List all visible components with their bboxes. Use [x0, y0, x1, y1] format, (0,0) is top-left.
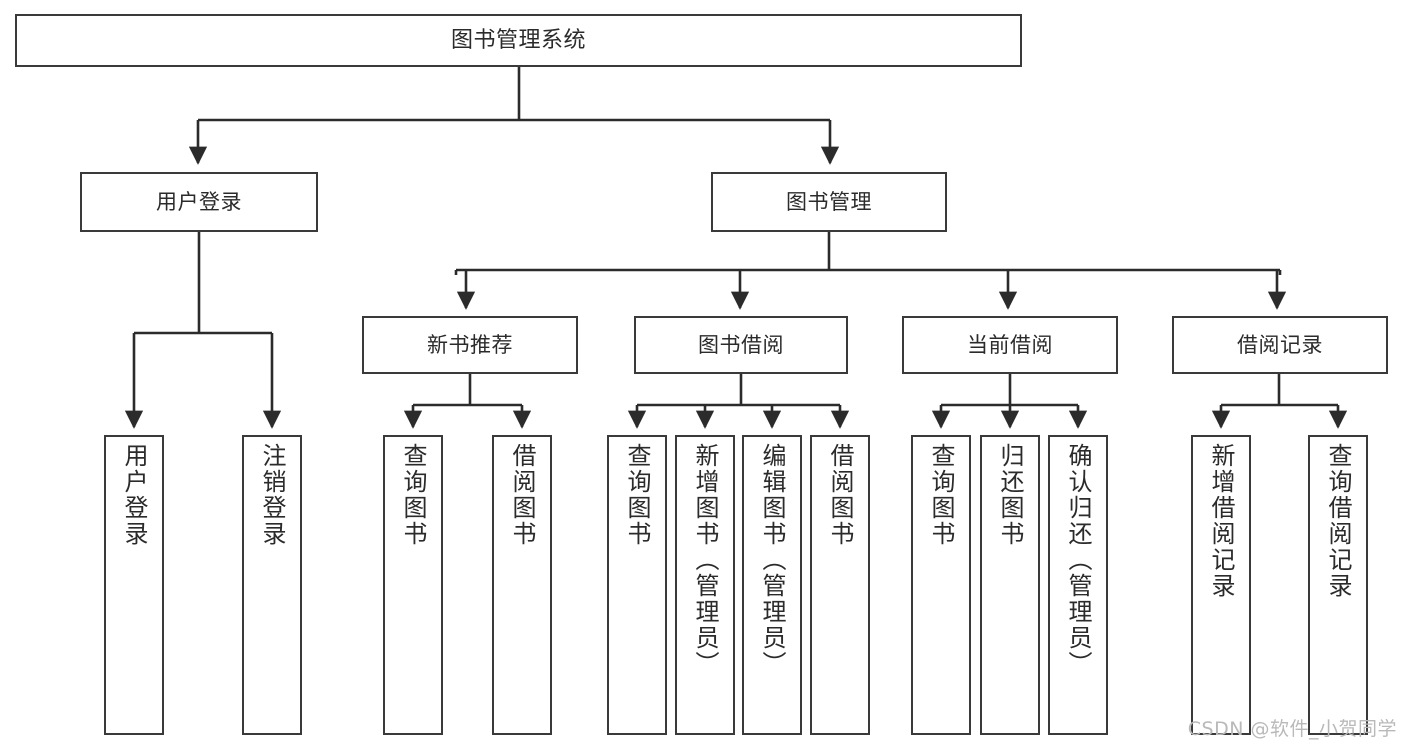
node-label: 查询借阅记录: [1324, 443, 1352, 599]
leaf-user-login[interactable]: 用户登录: [104, 435, 164, 735]
leaf-query-book-recommend[interactable]: 查询图书: [383, 435, 443, 735]
node-label: 查询图书: [927, 443, 955, 547]
node-label: 当前借阅: [967, 332, 1053, 357]
node-label: 归还图书: [996, 443, 1024, 547]
node-label: 注销登录: [258, 443, 286, 547]
node-label: 查询图书: [399, 443, 427, 547]
node-new-book-recommend[interactable]: 新书推荐: [362, 316, 578, 374]
node-label: 确认归还（管理员）: [1064, 443, 1092, 677]
node-label: 新书推荐: [427, 332, 513, 357]
node-label: 新增图书（管理员）: [691, 443, 719, 677]
leaf-borrow-book-recommend[interactable]: 借阅图书: [492, 435, 552, 735]
node-root-system[interactable]: 图书管理系统: [15, 14, 1022, 67]
node-user-login[interactable]: 用户登录: [80, 172, 318, 232]
leaf-query-borrow-record[interactable]: 查询借阅记录: [1308, 435, 1368, 735]
node-label: 借阅图书: [826, 443, 854, 547]
node-current-borrow[interactable]: 当前借阅: [902, 316, 1118, 374]
node-label: 图书管理系统: [450, 27, 586, 53]
node-label: 借阅记录: [1237, 332, 1323, 357]
node-label: 图书借阅: [698, 332, 784, 357]
leaf-query-book-current[interactable]: 查询图书: [911, 435, 971, 735]
node-label: 借阅图书: [508, 443, 536, 547]
leaf-edit-book[interactable]: 编辑图书（管理员）: [742, 435, 802, 735]
node-borrow-record[interactable]: 借阅记录: [1172, 316, 1388, 374]
node-book-borrow[interactable]: 图书借阅: [634, 316, 848, 374]
leaf-borrow-book[interactable]: 借阅图书: [810, 435, 870, 735]
leaf-add-book[interactable]: 新增图书（管理员）: [675, 435, 735, 735]
node-label: 用户登录: [120, 443, 148, 547]
node-label: 用户登录: [156, 189, 242, 214]
node-label: 图书管理: [786, 189, 872, 214]
leaf-return-book[interactable]: 归还图书: [980, 435, 1040, 735]
node-label: 新增借阅记录: [1207, 443, 1235, 599]
leaf-add-borrow-record[interactable]: 新增借阅记录: [1191, 435, 1251, 735]
leaf-query-book-borrow[interactable]: 查询图书: [607, 435, 667, 735]
node-label: 编辑图书（管理员）: [758, 443, 786, 677]
csdn-watermark: CSDN @软件_小贺同学: [1187, 718, 1397, 740]
leaf-confirm-return[interactable]: 确认归还（管理员）: [1048, 435, 1108, 735]
node-book-management[interactable]: 图书管理: [711, 172, 947, 232]
node-label: 查询图书: [623, 443, 651, 547]
leaf-logout-login[interactable]: 注销登录: [242, 435, 302, 735]
